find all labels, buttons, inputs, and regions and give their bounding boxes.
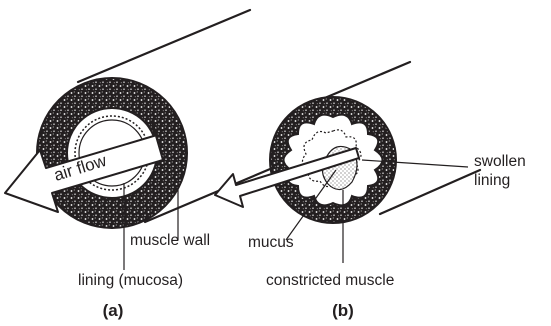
- label-lining-b: lining: [474, 172, 510, 189]
- label-constricted-muscle: constricted muscle: [266, 272, 394, 289]
- airway-b-tube-bottom: [380, 170, 480, 214]
- label-mucus: mucus: [248, 234, 294, 251]
- label-swollen: swollen: [474, 153, 526, 170]
- label-muscle-wall: muscle wall: [130, 232, 210, 249]
- caption-b: (b): [332, 301, 354, 320]
- panel-b-airway: swollen lining mucus constricted muscle …: [215, 62, 526, 320]
- airway-a-tube-top: [78, 10, 250, 82]
- airway-b-tube-top: [320, 62, 410, 100]
- label-lining-mucosa: lining (mucosa): [78, 272, 183, 289]
- caption-a: (a): [103, 301, 124, 320]
